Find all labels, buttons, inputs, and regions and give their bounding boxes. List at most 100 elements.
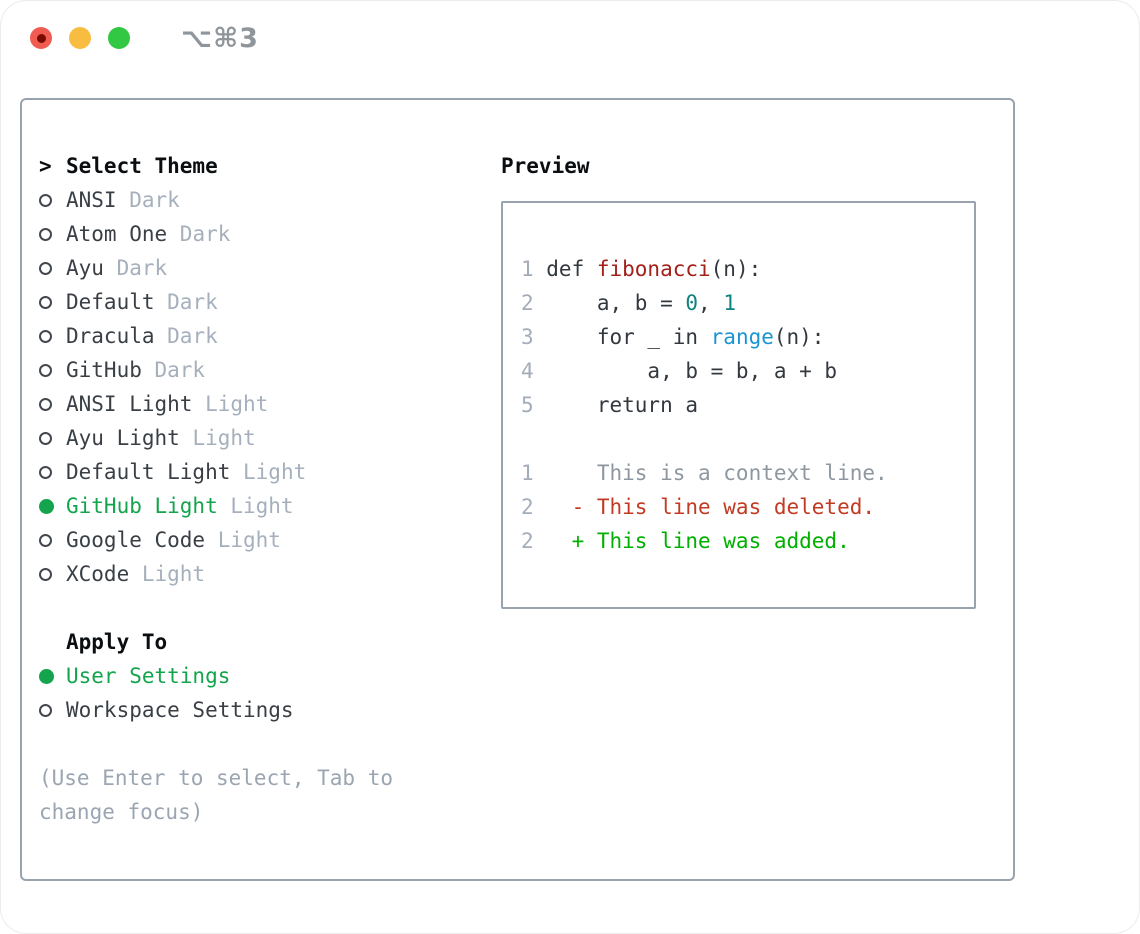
token-deletion: - This line was deleted. <box>546 495 876 519</box>
keyboard-hint: (Use Enter to select, Tab to change focu… <box>39 766 394 824</box>
option-label: Default Light <box>66 460 231 484</box>
code-line: 2 - This line was deleted. <box>521 490 974 524</box>
option-label: Workspace Settings <box>66 698 294 722</box>
radio-unselected-icon <box>39 193 52 207</box>
variant-tag: Dark <box>179 222 231 246</box>
token-plain: def <box>546 257 597 281</box>
token-plain: a, b = <box>546 291 686 315</box>
line-number: 2 <box>521 529 534 553</box>
token-plain: (n): <box>710 257 762 281</box>
option-label: GitHub Light <box>66 494 218 518</box>
token-plain: a, b = b, a + b <box>546 359 838 383</box>
radio-selected-icon <box>39 498 54 514</box>
keyboard-shortcut-label: ⌥⌘3 <box>181 22 259 54</box>
radio-unselected-icon <box>39 227 52 241</box>
variant-tag: Light <box>230 494 294 518</box>
token-plain: for _ in <box>546 325 711 349</box>
theme-option-dracula[interactable]: Dracula Dark <box>39 319 489 353</box>
apply-option-user-settings[interactable]: User Settings <box>39 659 489 693</box>
theme-option-ansi[interactable]: ANSI Dark <box>39 183 489 217</box>
option-label: Default <box>66 290 155 314</box>
option-label: Ayu Light <box>66 426 180 450</box>
close-dot-icon <box>36 33 46 43</box>
line-number: 4 <box>521 359 534 383</box>
code-line: 5 return a <box>521 388 974 422</box>
line-number: 5 <box>521 393 534 417</box>
theme-option-xcode[interactable]: XCode Light <box>39 557 489 591</box>
theme-option-default[interactable]: Default Dark <box>39 285 489 319</box>
radio-unselected-icon <box>39 397 52 411</box>
option-label: ANSI <box>66 188 117 212</box>
option-label: XCode <box>66 562 130 586</box>
variant-tag: Light <box>217 528 281 552</box>
code-line: 3 for _ in range(n): <box>521 320 974 354</box>
theme-option-default-light[interactable]: Default Light Light <box>39 455 489 489</box>
apply-to-heading-label: Apply To <box>66 630 168 654</box>
blank-line <box>521 422 974 456</box>
token-plain: (n): <box>773 325 825 349</box>
apply-option-workspace-settings[interactable]: Workspace Settings <box>39 693 489 727</box>
theme-option-github[interactable]: GitHub Dark <box>39 353 489 387</box>
code-line: 1 def fibonacci(n): <box>521 252 974 286</box>
token-title: fibonacci <box>596 257 711 281</box>
radio-unselected-icon <box>39 533 52 547</box>
token-addition: + This line was added. <box>546 529 850 553</box>
variant-tag: Dark <box>167 324 218 348</box>
variant-tag: Dark <box>116 256 168 280</box>
variant-tag: Light <box>141 562 206 586</box>
radio-unselected-icon <box>39 431 52 445</box>
minimize-button[interactable] <box>69 27 91 49</box>
line-number: 1 <box>521 257 534 281</box>
titlebar: ⌥⌘3 <box>1 1 1139 75</box>
theme-option-github-light[interactable]: GitHub Light Light <box>39 489 489 523</box>
variant-tag: Light <box>243 460 307 484</box>
code-line: 2 a, b = 0, 1 <box>521 286 974 320</box>
theme-option-google-code[interactable]: Google Code Light <box>39 523 489 557</box>
theme-option-atom-one[interactable]: Atom One Dark <box>39 217 489 251</box>
theme-option-ayu[interactable]: Ayu Dark <box>39 251 489 285</box>
token-context: This is a context line. <box>546 461 888 485</box>
option-label: ANSI Light <box>66 392 193 416</box>
radio-unselected-icon <box>39 295 52 309</box>
radio-unselected-icon <box>39 567 52 581</box>
token-number: 0 <box>685 291 699 315</box>
option-label: GitHub <box>66 358 142 382</box>
theme-option-ansi-light[interactable]: ANSI Light Light <box>39 387 489 421</box>
line-number: 2 <box>521 291 534 315</box>
preview-heading: Preview <box>501 154 590 178</box>
code-line: 4 a, b = b, a + b <box>521 354 974 388</box>
variant-tag: Light <box>205 392 269 416</box>
close-button[interactable] <box>30 27 52 49</box>
radio-unselected-icon <box>39 703 52 717</box>
variant-tag: Dark <box>167 290 218 314</box>
radio-unselected-icon <box>39 329 52 343</box>
token-number: 1 <box>723 291 736 315</box>
spacer <box>39 591 489 625</box>
option-label: Dracula <box>66 324 155 348</box>
option-label: User Settings <box>66 664 231 688</box>
option-label: Google Code <box>66 528 206 552</box>
line-number: 1 <box>521 461 534 485</box>
variant-tag: Dark <box>154 358 206 382</box>
radio-selected-icon <box>39 668 54 684</box>
select-theme-heading: > Select Theme <box>39 149 489 183</box>
variant-tag: Dark <box>129 188 180 212</box>
select-theme-heading-label: Select Theme <box>66 154 218 178</box>
theme-option-ayu-light[interactable]: Ayu Light Light <box>39 421 489 455</box>
apply-to-heading: Apply To <box>39 625 489 659</box>
code-line: 1 This is a context line. <box>521 456 974 490</box>
option-label: Atom One <box>66 222 168 246</box>
radio-unselected-icon <box>39 261 52 275</box>
token-plain: return a <box>546 393 698 417</box>
zoom-button[interactable] <box>108 27 130 49</box>
variant-tag: Light <box>192 426 256 450</box>
prompt-icon: > <box>39 154 52 178</box>
option-label: Ayu <box>66 256 104 280</box>
